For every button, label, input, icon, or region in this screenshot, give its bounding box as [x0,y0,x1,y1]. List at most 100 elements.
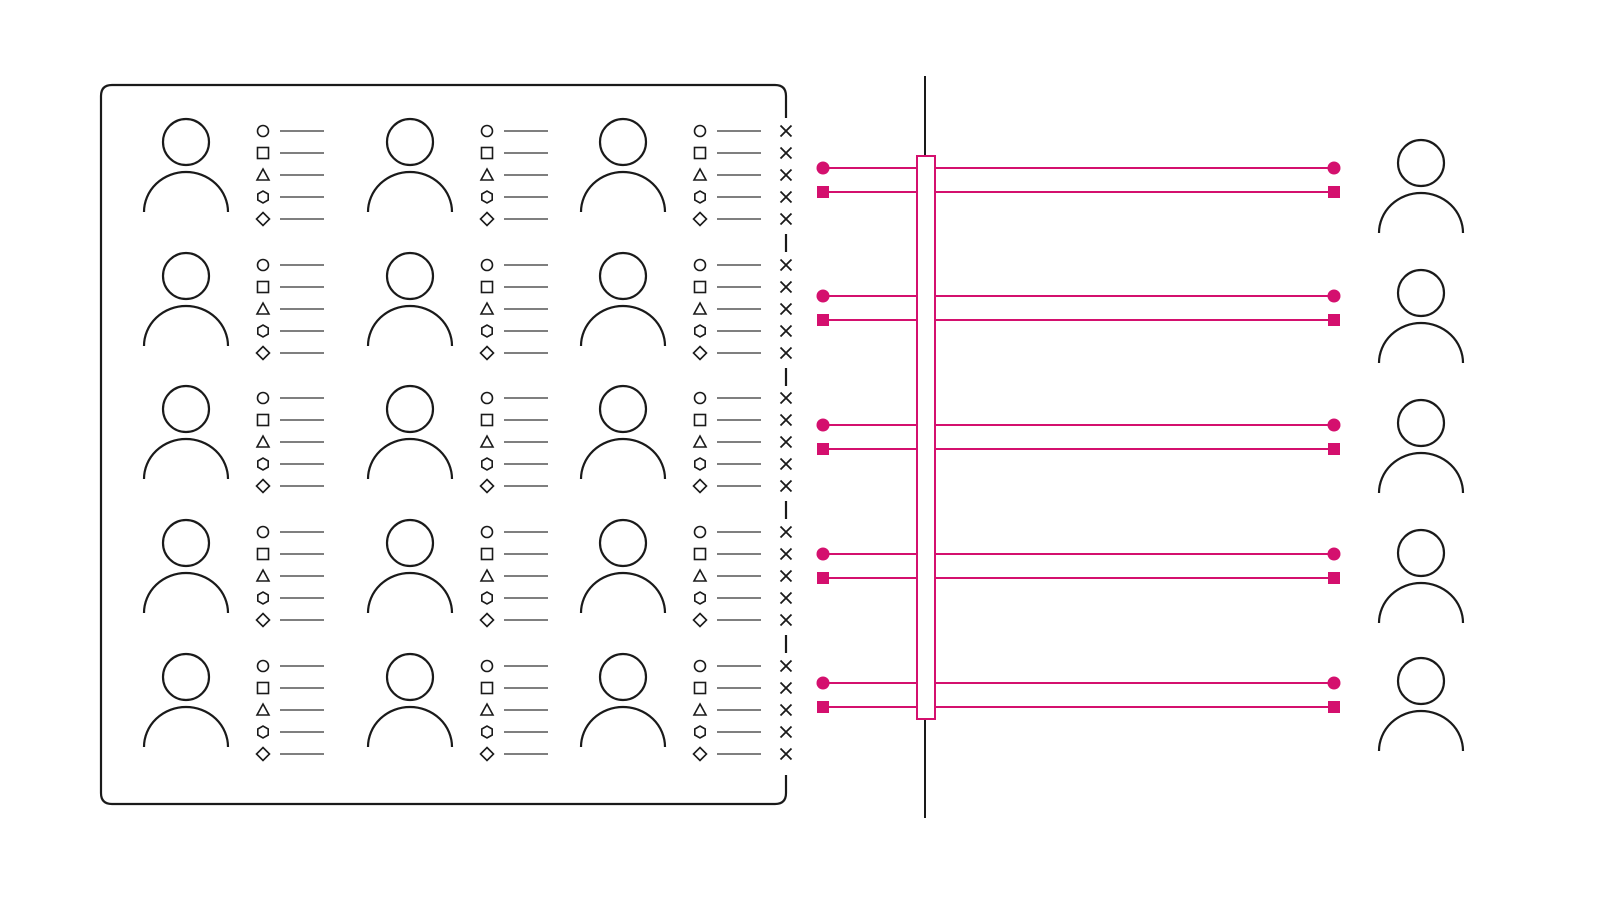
square-marker-icon [1328,186,1340,198]
square-marker-icon [817,186,829,198]
dot-icon [816,289,830,303]
diamond-icon [255,345,271,361]
person-head [385,652,435,702]
channel [816,418,1341,455]
square-marker-icon [1328,314,1340,326]
x-icon [779,659,793,673]
circle-icon [256,124,270,138]
person-body [1377,321,1465,364]
diamond-icon [255,478,271,494]
channel [816,289,1341,326]
person-head [385,518,435,568]
dot-icon [1327,547,1341,561]
group-frame-border [99,83,788,806]
x-icon [779,681,793,695]
x-icon [779,124,793,138]
person-body [579,705,667,748]
hexagon-icon [480,457,494,471]
dot-icon [1327,676,1341,690]
person-body [366,705,454,748]
person-icon [579,652,667,748]
person-icon [1377,268,1465,364]
diamond-icon [692,345,708,361]
triangle-icon [692,301,708,315]
person-head [385,251,435,301]
x-icon [779,346,793,360]
x-icon [779,591,793,605]
triangle-icon [255,167,271,181]
x-icon [779,613,793,627]
hexagon-icon [256,591,270,605]
square-icon [480,547,494,561]
x-icon [779,725,793,739]
person-body [1377,451,1465,494]
circle-icon [256,659,270,673]
triangle-icon [255,568,271,582]
circle-icon [693,258,707,272]
hexagon-icon [693,591,707,605]
square-marker-icon [1328,572,1340,584]
person-icon [579,117,667,213]
redaction-column [779,659,793,761]
diamond-icon [692,746,708,762]
diamond-icon [255,612,271,628]
person-icon [579,251,667,347]
attribute-list [692,659,761,762]
person-icon [366,251,454,347]
x-icon [779,547,793,561]
hexagon-icon [256,324,270,338]
square-icon [480,146,494,160]
person-body [366,304,454,347]
hexagon-icon [256,190,270,204]
hexagon-icon [480,324,494,338]
x-icon [779,146,793,160]
dot-icon [816,676,830,690]
person-icon [579,518,667,614]
recipients-column [1377,138,1465,752]
circle-icon [480,659,494,673]
person-icon [366,384,454,480]
triangle-icon [479,702,495,716]
attribute-list [255,258,324,361]
people-row [142,117,793,252]
diamond-icon [255,211,271,227]
attribute-list [479,124,548,227]
person-head [161,251,211,301]
person-icon [142,652,230,748]
circle-icon [480,124,494,138]
square-icon [693,413,707,427]
x-icon [779,569,793,583]
triangle-icon [479,568,495,582]
dot-icon [816,418,830,432]
diamond-icon [479,211,495,227]
circle-icon [693,391,707,405]
triangle-icon [479,167,495,181]
person-body [366,437,454,480]
square-marker-icon [817,314,829,326]
person-head [1396,656,1446,706]
group-frame [99,83,788,806]
person-head [161,518,211,568]
triangle-icon [479,434,495,448]
x-icon [779,168,793,182]
person-head [598,251,648,301]
hexagon-icon [256,457,270,471]
circle-icon [256,391,270,405]
channels [816,155,1341,720]
dot-icon [816,547,830,561]
person-head [598,518,648,568]
person-icon [142,384,230,480]
square-icon [693,547,707,561]
diamond-icon [479,612,495,628]
square-icon [256,413,270,427]
person-icon [142,251,230,347]
person-head [1396,138,1446,188]
square-icon [693,280,707,294]
square-icon [256,146,270,160]
attribute-list [255,124,324,227]
person-head [1396,398,1446,448]
triangle-icon [692,702,708,716]
person-head [598,652,648,702]
x-icon [779,212,793,226]
circle-icon [693,124,707,138]
